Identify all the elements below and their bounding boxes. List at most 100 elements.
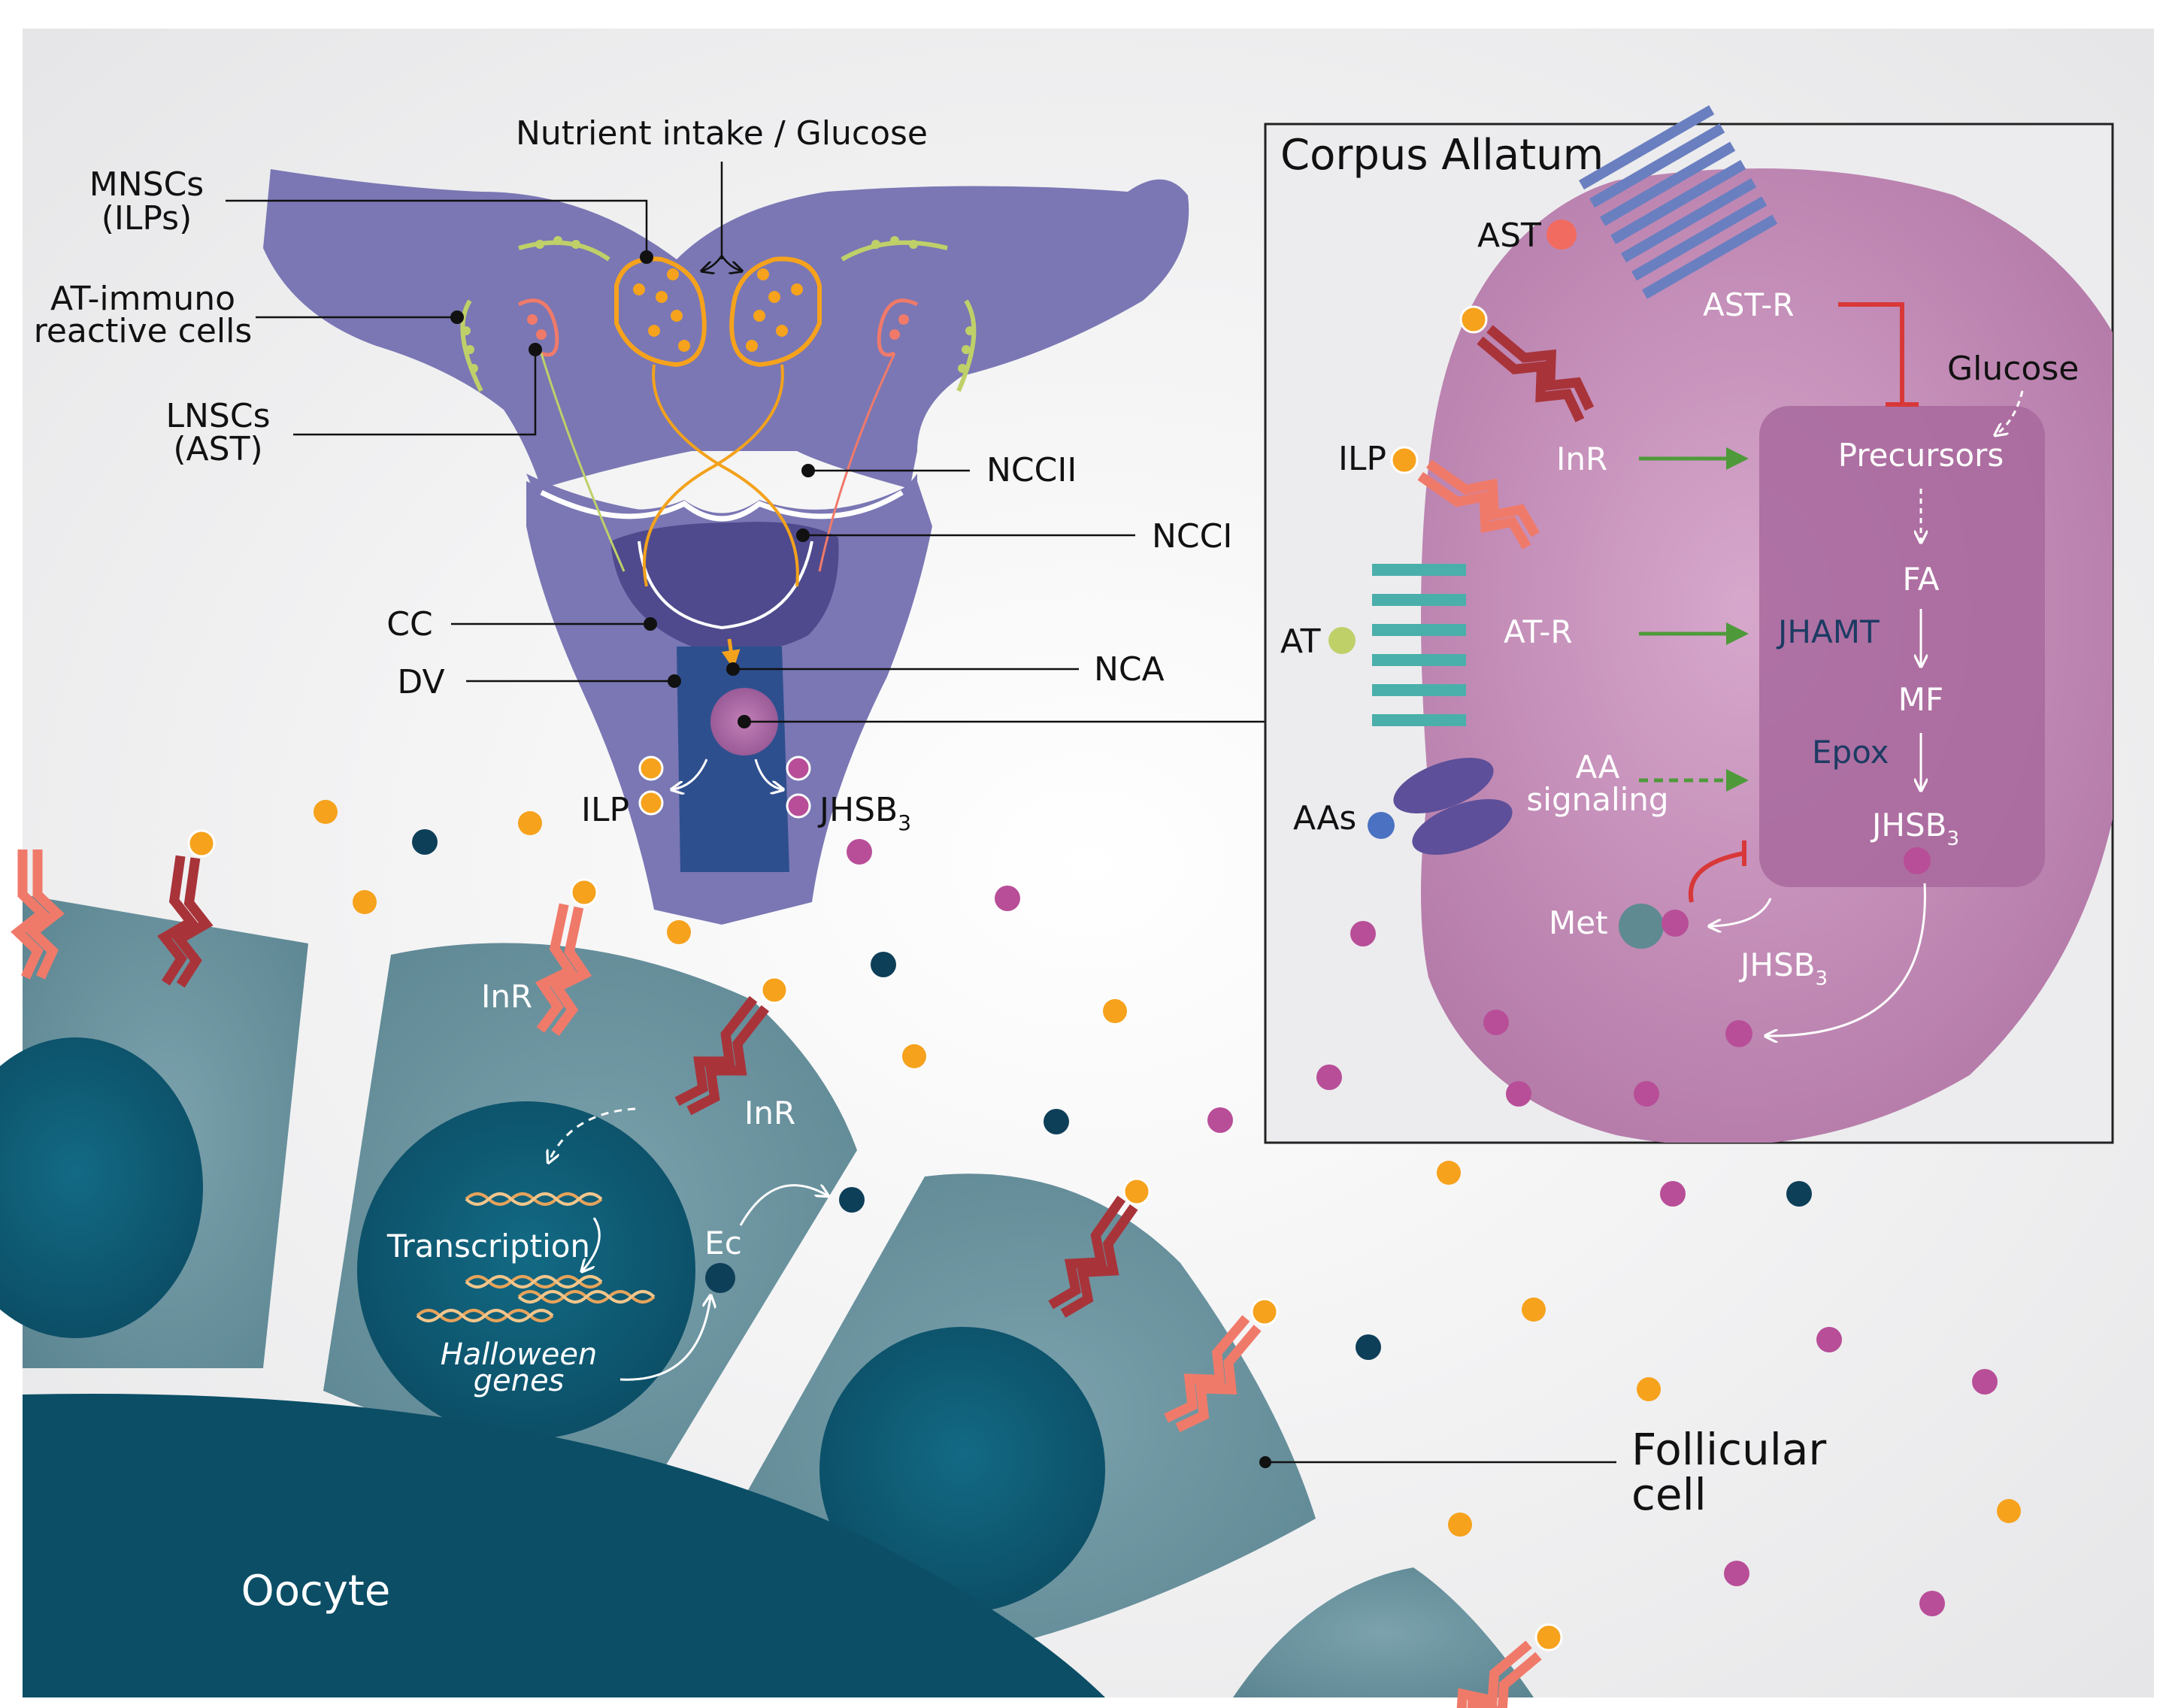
glucose-arrow [1996,390,2024,435]
ilp-dot [902,1044,926,1068]
ilp-dot [1448,1513,1472,1537]
aa-dot [1368,812,1395,839]
jh-dot [1725,1020,1752,1047]
ast-ligand [1546,220,1577,250]
jhamt-label: JHAMT [1776,613,1880,650]
jhsb-label: JHSB3 [817,791,911,835]
ast-receptor [1579,105,1778,299]
ilp-dot [570,878,598,907]
nccii-label: NCCII [986,451,1077,489]
feedback-arrow [1710,898,1772,926]
ilp-release-arrow [673,759,708,789]
ilp-label: ILP [581,791,629,829]
ilp-dot [1103,999,1127,1023]
axon-lnsc [818,353,896,572]
jh-dot [1662,910,1689,937]
pointer-dot [726,662,740,676]
jh-dot [1919,1591,1945,1616]
ncci-label: NCCI [1152,517,1232,556]
epox-label: Epox [1812,734,1889,771]
follicular-label-1: Follicular [1631,1424,1826,1475]
follicle-region: Oocyte InR InR Transcription Halloween g… [0,829,1826,1708]
ilp-label-inset: ILP [1338,440,1386,478]
ilp-dot [1534,1623,1563,1652]
jh-dot [995,886,1020,911]
brain-complex: Nutrient intake / Glucose MNSCs (ILPs) A… [34,114,1265,925]
jh-dot [786,793,811,819]
halloween-label-2: genes [474,1364,565,1398]
axon-nccii [652,364,799,587]
jh-dot [1816,1327,1842,1352]
ecdysone-dot [871,952,896,977]
nutrient-label: Nutrient intake / Glucose [516,114,928,153]
jh-dot [1207,1107,1233,1133]
jh-dot [1904,847,1931,874]
ecdysone-dot [1356,1334,1381,1360]
ast-r-label: AST-R [1703,286,1795,323]
inset-title: Corpus Allatum [1280,131,1604,180]
jh-release-arrow [754,759,782,789]
ec-label: Ec [704,1225,742,1261]
ilp-dot [353,890,377,914]
jh-dot [847,839,872,865]
dv-label: DV [397,663,444,701]
ecdysone-dot [839,1187,865,1213]
ilp-dot [518,811,542,835]
mf-label: MF [1898,681,1943,718]
halloween-label-1: Halloween [441,1337,598,1372]
halloween-arrow [619,1297,710,1381]
inr-label-inset: InR [1556,441,1607,477]
nca-label: NCA [1094,650,1165,689]
at-r-label: AT-R [1504,613,1573,650]
ast-label: AST [1477,217,1541,255]
ilp-dot [314,800,338,824]
nucleus-left [0,1037,203,1338]
jh-dot [1483,1010,1509,1035]
ilp-dot [1250,1298,1279,1326]
aa-transporter [1412,799,1513,855]
aa-signaling-label-1: AA [1576,749,1620,786]
circulating-molecules [314,800,2021,1616]
jh-dot [1660,1181,1686,1207]
at-label-2: reactive cells [34,312,253,350]
lnsc-pointer [293,350,537,436]
ilp-dot [638,790,664,816]
precursors-label: Precursors [1838,437,2004,474]
aa-transporter [1393,758,1494,813]
ecdysone-dot [1044,1109,1069,1134]
jh-dot [1316,1064,1342,1090]
jh-dot [1972,1369,1998,1395]
ilp-dot [1437,1161,1461,1185]
biosynthesis-compartment [1759,406,2045,887]
pointer-dot [529,343,542,356]
pointer-dot [738,715,751,728]
corpora-cardiaca [610,522,839,653]
aa-signaling-label-2: signaling [1526,781,1668,818]
pointer-dot [640,250,653,264]
jh-export-arrow [1767,883,1926,1036]
follicular-label-2: cell [1631,1469,1707,1520]
follicular-cell-bottom [1233,1567,1534,1697]
lnsc-label-2: (AST) [173,430,262,468]
ast-inhibition [1838,302,1904,404]
lnsc-label-1: LNSCs [165,397,270,435]
ilp-dot [1390,446,1419,474]
fa-label: FA [1902,561,1939,598]
cc-label: CC [386,605,432,644]
axon-nccii [642,364,784,587]
oocyte-label: Oocyte [241,1567,391,1616]
met-inhibition [1688,851,1745,903]
ilp-dot [667,920,691,944]
aas-label: AAs [1293,799,1356,837]
jhsb-inset-label: JHSB3 [1870,807,1959,850]
mnsc-label-1: MNSCs [89,165,204,204]
pointer-dot [644,617,657,631]
mnsc-pointer [226,199,648,257]
brain-body [263,169,1189,489]
met-label: Met [1549,904,1608,941]
corpus-allatum-inset: Corpus Allatum AST AST-R Glucose ILP InR… [1264,105,2114,1144]
ilp-dot [1459,305,1488,334]
jh-dot [1724,1561,1749,1586]
pointer-dot [450,310,464,324]
